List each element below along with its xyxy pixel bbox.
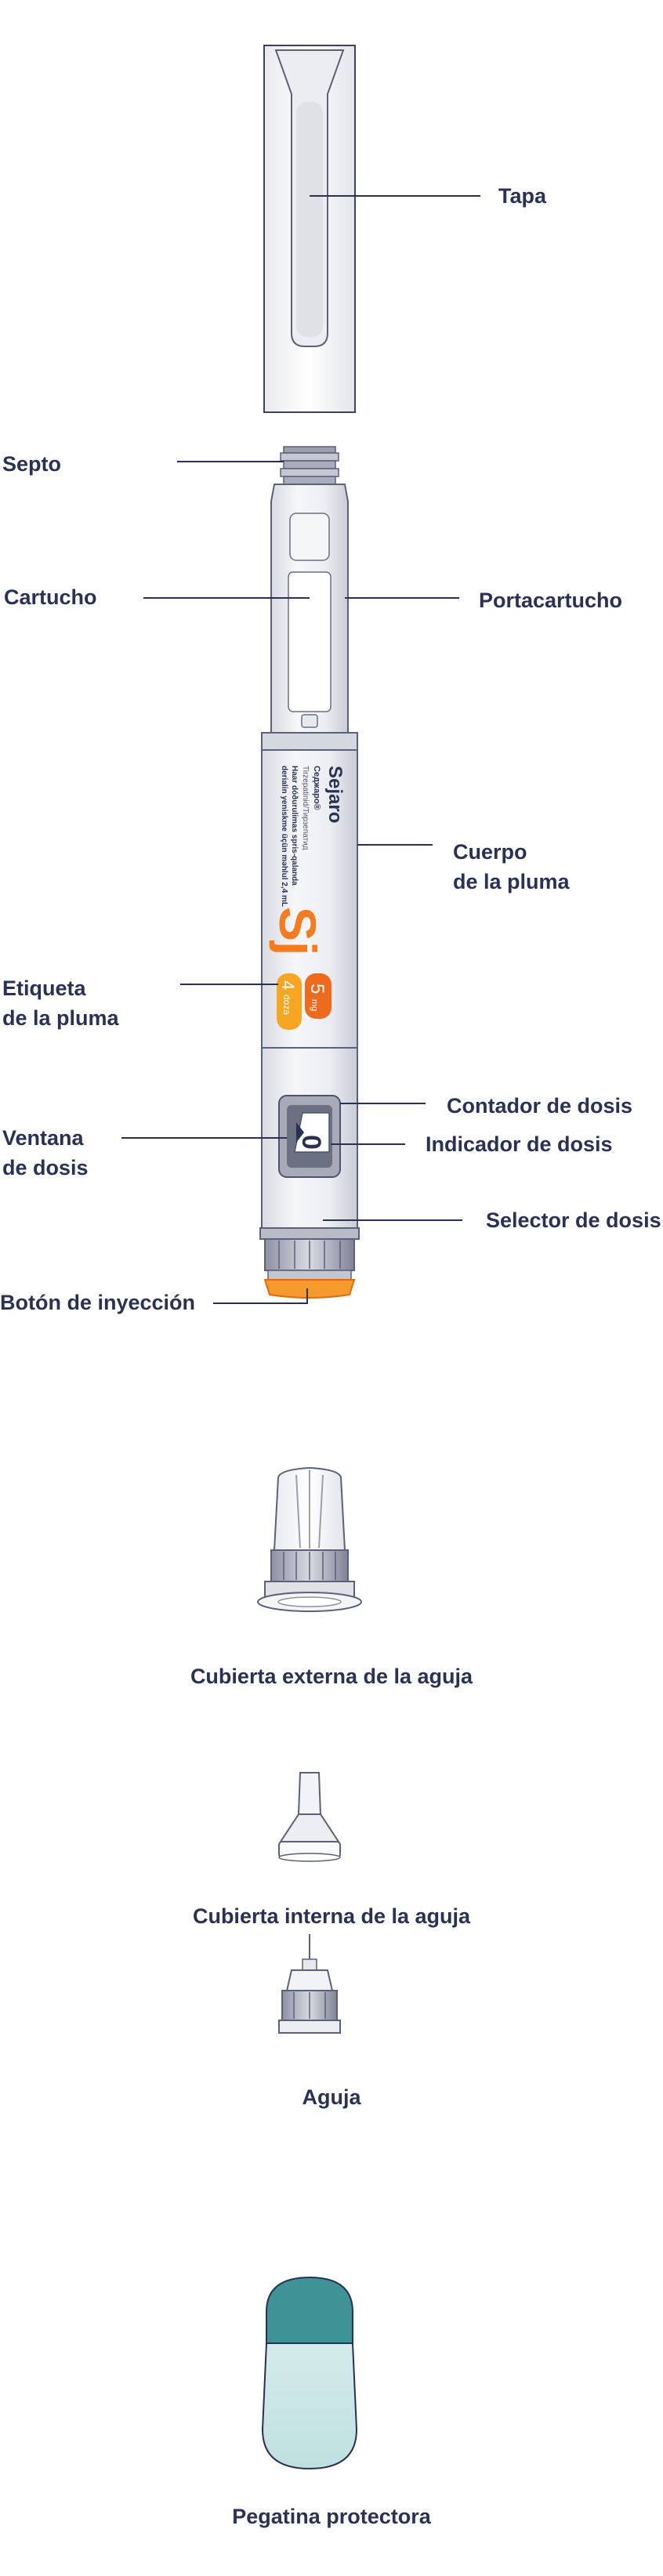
pen-label-label: Etiqueta de la pluma xyxy=(2,973,119,1033)
outer-needle-cap-label: Cubierta externa de la aguja xyxy=(96,1661,567,1691)
injection-button xyxy=(265,1280,354,1298)
dose-counter-label: Contador de dosis xyxy=(447,1091,632,1121)
label-sub-brand: Седжаро® xyxy=(312,766,321,810)
injection-button-label: Botón de inyección xyxy=(0,1288,195,1317)
protective-sticker xyxy=(263,2277,357,2469)
label-brand: Sejaro xyxy=(324,766,346,823)
label-logo: Sj xyxy=(269,907,327,955)
label-line2: derialin yeniskme üçün məhlul 2,4 mL xyxy=(280,766,288,907)
doses-badge-word: doza xyxy=(281,995,292,1015)
inner-needle-cap xyxy=(279,1773,340,1861)
needle xyxy=(279,1934,340,2033)
cartridge-holder-label: Portacartucho xyxy=(479,585,622,615)
cartridge-holder xyxy=(271,484,348,733)
dose-window: 0 xyxy=(279,1096,340,1177)
cartridge-label: Cartucho xyxy=(4,582,97,612)
dose-badge xyxy=(305,973,332,1019)
septum xyxy=(281,447,339,484)
dose-indicator-label: Indicador de dosis xyxy=(426,1129,613,1159)
pen-body-label: Cuerpo de la pluma xyxy=(453,837,570,897)
needle-label: Aguja xyxy=(96,2082,567,2112)
doses-badge-count: 4 xyxy=(278,980,298,990)
dose-badge-value: 5 xyxy=(306,984,328,994)
inner-needle-cap-label: Cubierta interna de la aguja xyxy=(96,1901,567,1931)
septum-label: Septo xyxy=(2,449,61,479)
cap xyxy=(264,45,355,412)
label-line1: Haar dóðurulimas spris-qalanda xyxy=(290,766,299,886)
dose-badge-unit: mg xyxy=(310,999,319,1011)
dose-selector xyxy=(260,1228,359,1280)
dose-window-label: Ventana de dosis xyxy=(2,1123,89,1183)
protective-sticker-label: Pegatina protectora xyxy=(96,2502,567,2531)
dose-counter-value: 0 xyxy=(296,1135,326,1150)
outer-needle-cap xyxy=(258,1468,361,1611)
label-inn: Tirzepatinid/Тирзепатид xyxy=(301,766,310,850)
cap-label: Tapa xyxy=(498,181,546,211)
dose-selector-label: Selector de dosis xyxy=(486,1205,661,1235)
